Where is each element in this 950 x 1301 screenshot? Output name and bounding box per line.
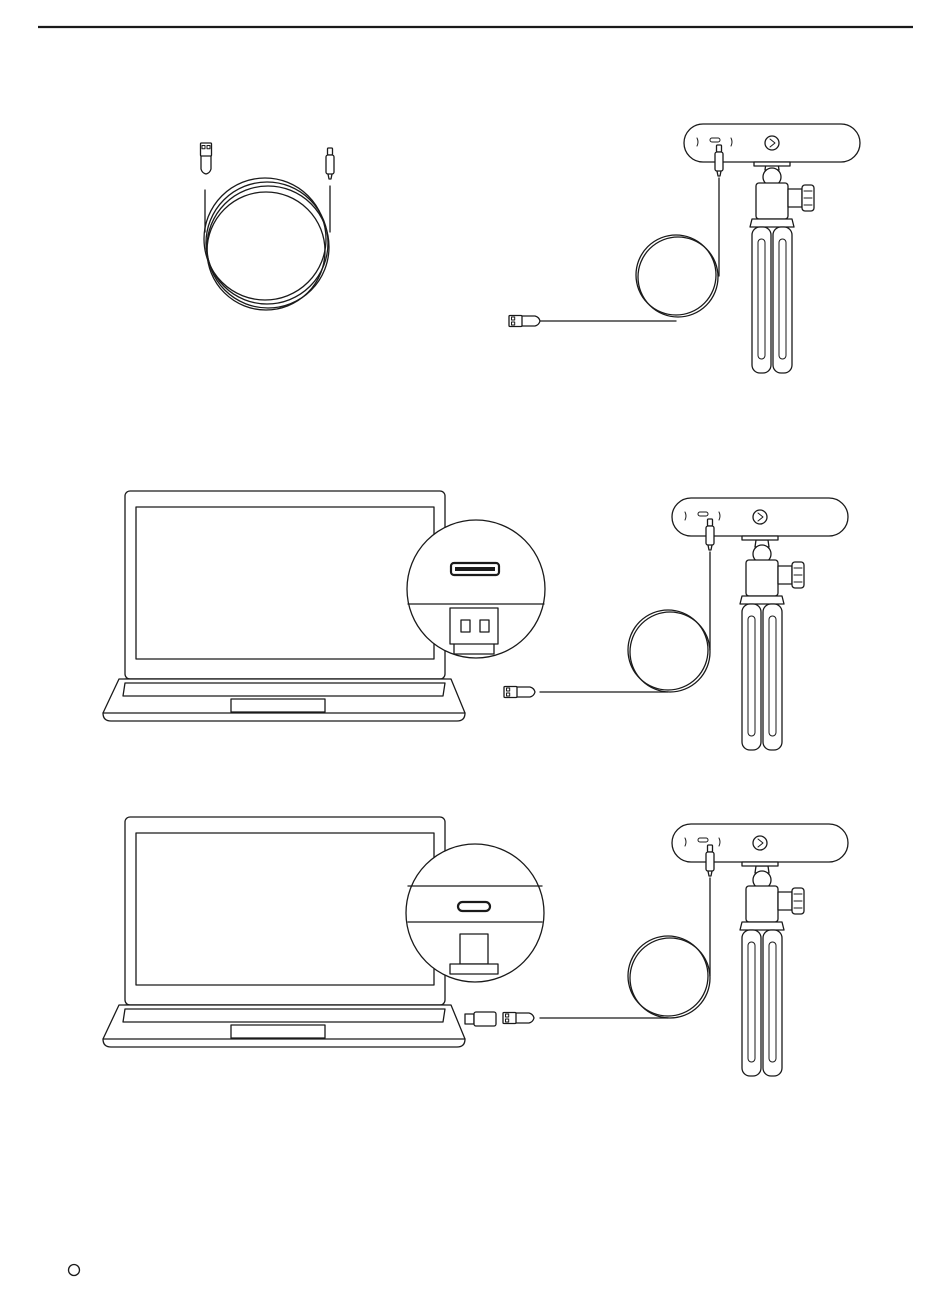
scanner-icon: [672, 824, 848, 866]
tripod-icon: [750, 163, 814, 373]
usb-c-plug-icon: [706, 845, 714, 876]
usb-a-plug-icon: [504, 687, 535, 698]
scanner-assembly: [504, 498, 848, 750]
scanner-icon: [672, 498, 848, 540]
scanner-assembly: [509, 124, 860, 373]
panel-usb-c-connection: [103, 817, 848, 1076]
usb-c-plug-icon: [715, 145, 723, 176]
scanner-cable: [540, 878, 710, 1018]
cable-coil-icon: [204, 178, 330, 310]
usb-a-plug-icon: [509, 316, 540, 327]
circle-icon: [69, 1265, 80, 1276]
scanner-icon: [684, 124, 860, 166]
usb-a-port-magnifier: [407, 520, 545, 658]
tripod-icon: [740, 866, 804, 1076]
panel-usb-a-connection: [103, 491, 848, 750]
scanner-cable: [540, 552, 710, 692]
usb-c-plug-icon: [326, 148, 334, 179]
usb-cable-coiled: [201, 143, 335, 310]
usb-c-port-magnifier: [406, 844, 544, 982]
usb-a-plug-icon: [201, 143, 212, 174]
scanner-cable: [540, 178, 719, 321]
usb-c-adapter-icon: [465, 1012, 496, 1026]
panel-contents: [201, 124, 861, 373]
usb-c-plug-icon: [706, 519, 714, 550]
usb-a-plug-icon: [503, 1013, 534, 1024]
scanner-assembly: [503, 824, 848, 1076]
tripod-icon: [740, 540, 804, 750]
